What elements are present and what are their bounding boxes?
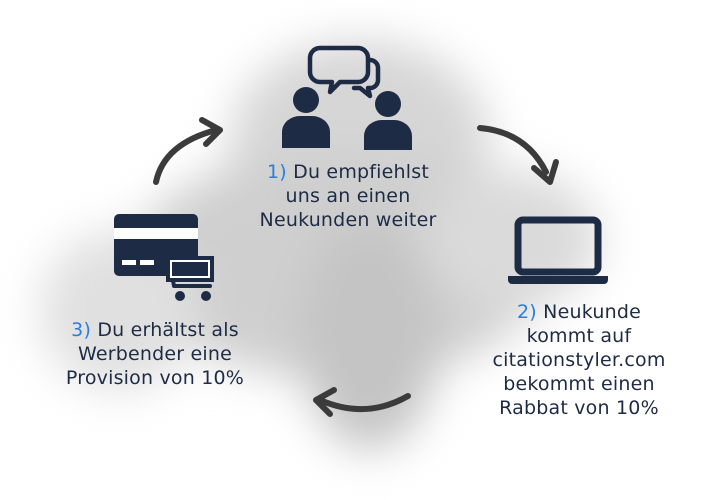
step-3-line-2: Werbender eine [77,343,233,365]
step-2-line-1: Neukunde [543,301,641,323]
step-2-line-2: kommt auf [526,325,632,347]
credit-card-cart-icon [114,214,214,301]
step-3-line-1: Du erhältst als [97,319,239,341]
step-1-line-3: Neukunden weiter [259,209,437,231]
laptop-icon [508,216,608,284]
step-3-line-3: Provision von 10% [65,367,245,389]
curved-arrow-icon-2-to-3 [313,387,411,417]
step-3-number: 3) [71,319,92,341]
curved-arrow-icon-3-to-1 [153,117,223,185]
step-2-number: 2) [517,301,537,323]
step-3-text: 3) Du erhältst als Werbender eine Provis… [40,318,270,390]
step-2-text: 2) Neukunde kommt auf citationstyler.com… [468,300,690,420]
people-chat-icon [282,45,412,150]
curved-arrow-icon-1-to-2 [477,125,559,185]
step-2-line-5: Rabbat von 10% [499,397,659,419]
step-1-text: 1) Du empfiehlst uns an einen Neukunden … [232,160,464,232]
step-2-line-3: citationstyler.com [492,349,666,371]
step-1-line-2: uns an einen [285,185,411,207]
step-1-number: 1) [266,161,287,183]
step-1-line-1: Du empfiehlst [293,161,430,183]
step-2-line-4: bekommt einen [503,373,655,395]
